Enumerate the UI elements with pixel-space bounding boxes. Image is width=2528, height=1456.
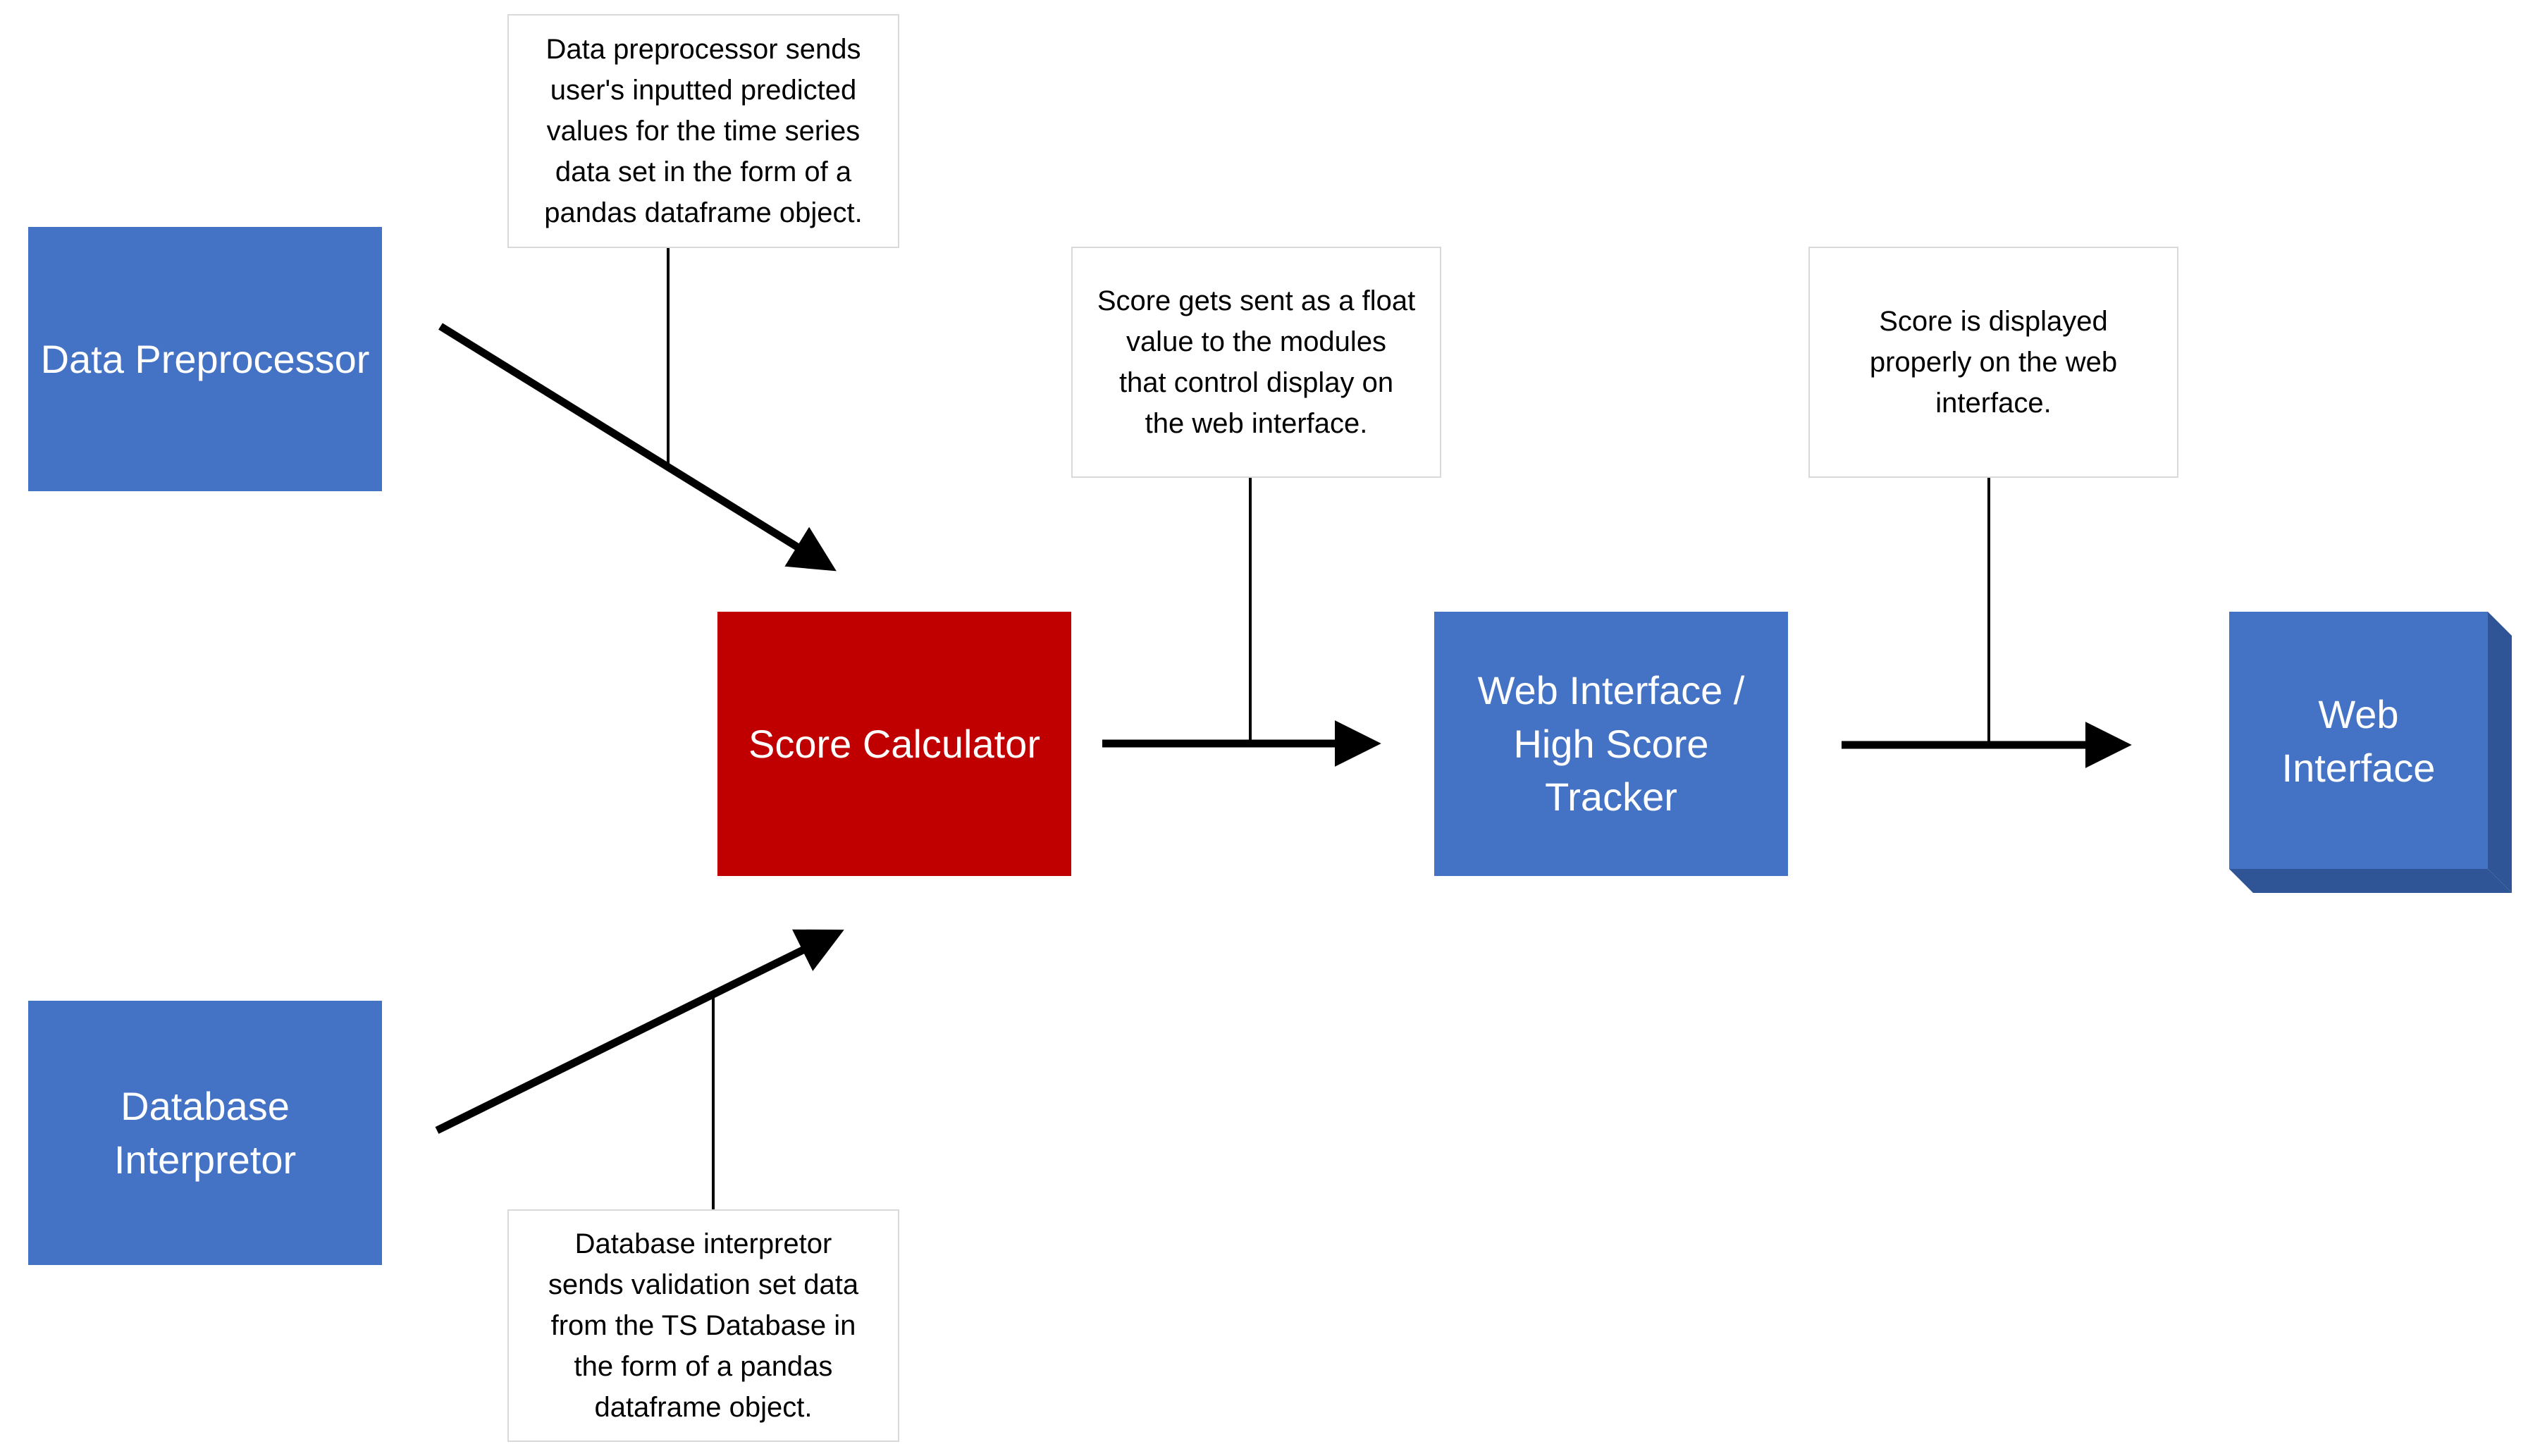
web-interface-cube-side [2488, 612, 2512, 893]
display-note: Score is displayed properly on the web i… [1808, 247, 2178, 478]
web-interface-label: Web Interface [2281, 692, 2436, 790]
arrow-preprocessor-to-score [438, 323, 837, 572]
score-calculator-label: Score Calculator [748, 721, 1040, 766]
score-note-text: Score gets sent as a float value to the … [1097, 285, 1416, 439]
database-note: Database interpretor sends validation se… [507, 1209, 899, 1442]
web-interface-cube-bottom [2229, 869, 2512, 893]
web-interface-node: Web Interface [2229, 612, 2488, 869]
database-interpretor-node: Database Interpretor [28, 1001, 382, 1265]
arrow-database-to-score [435, 929, 844, 1134]
display-note-text: Score is displayed properly on the web i… [1869, 306, 2118, 419]
data-preprocessor-node: Data Preprocessor [28, 227, 382, 491]
score-note: Score gets sent as a float value to the … [1071, 247, 1441, 478]
preprocessor-note: Data preprocessor sends user's inputted … [507, 14, 899, 248]
high-score-tracker-node: Web Interface / High Score Tracker [1434, 612, 1788, 876]
data-preprocessor-label: Data Preprocessor [40, 336, 370, 381]
score-calculator-node: Score Calculator [717, 612, 1071, 876]
database-interpretor-label: Database Interpretor [113, 1083, 297, 1182]
high-score-tracker-label: Web Interface / High Score Tracker [1477, 668, 1745, 820]
database-note-text: Database interpretor sends validation se… [548, 1228, 859, 1423]
preprocessor-note-text: Data preprocessor sends user's inputted … [544, 34, 863, 228]
